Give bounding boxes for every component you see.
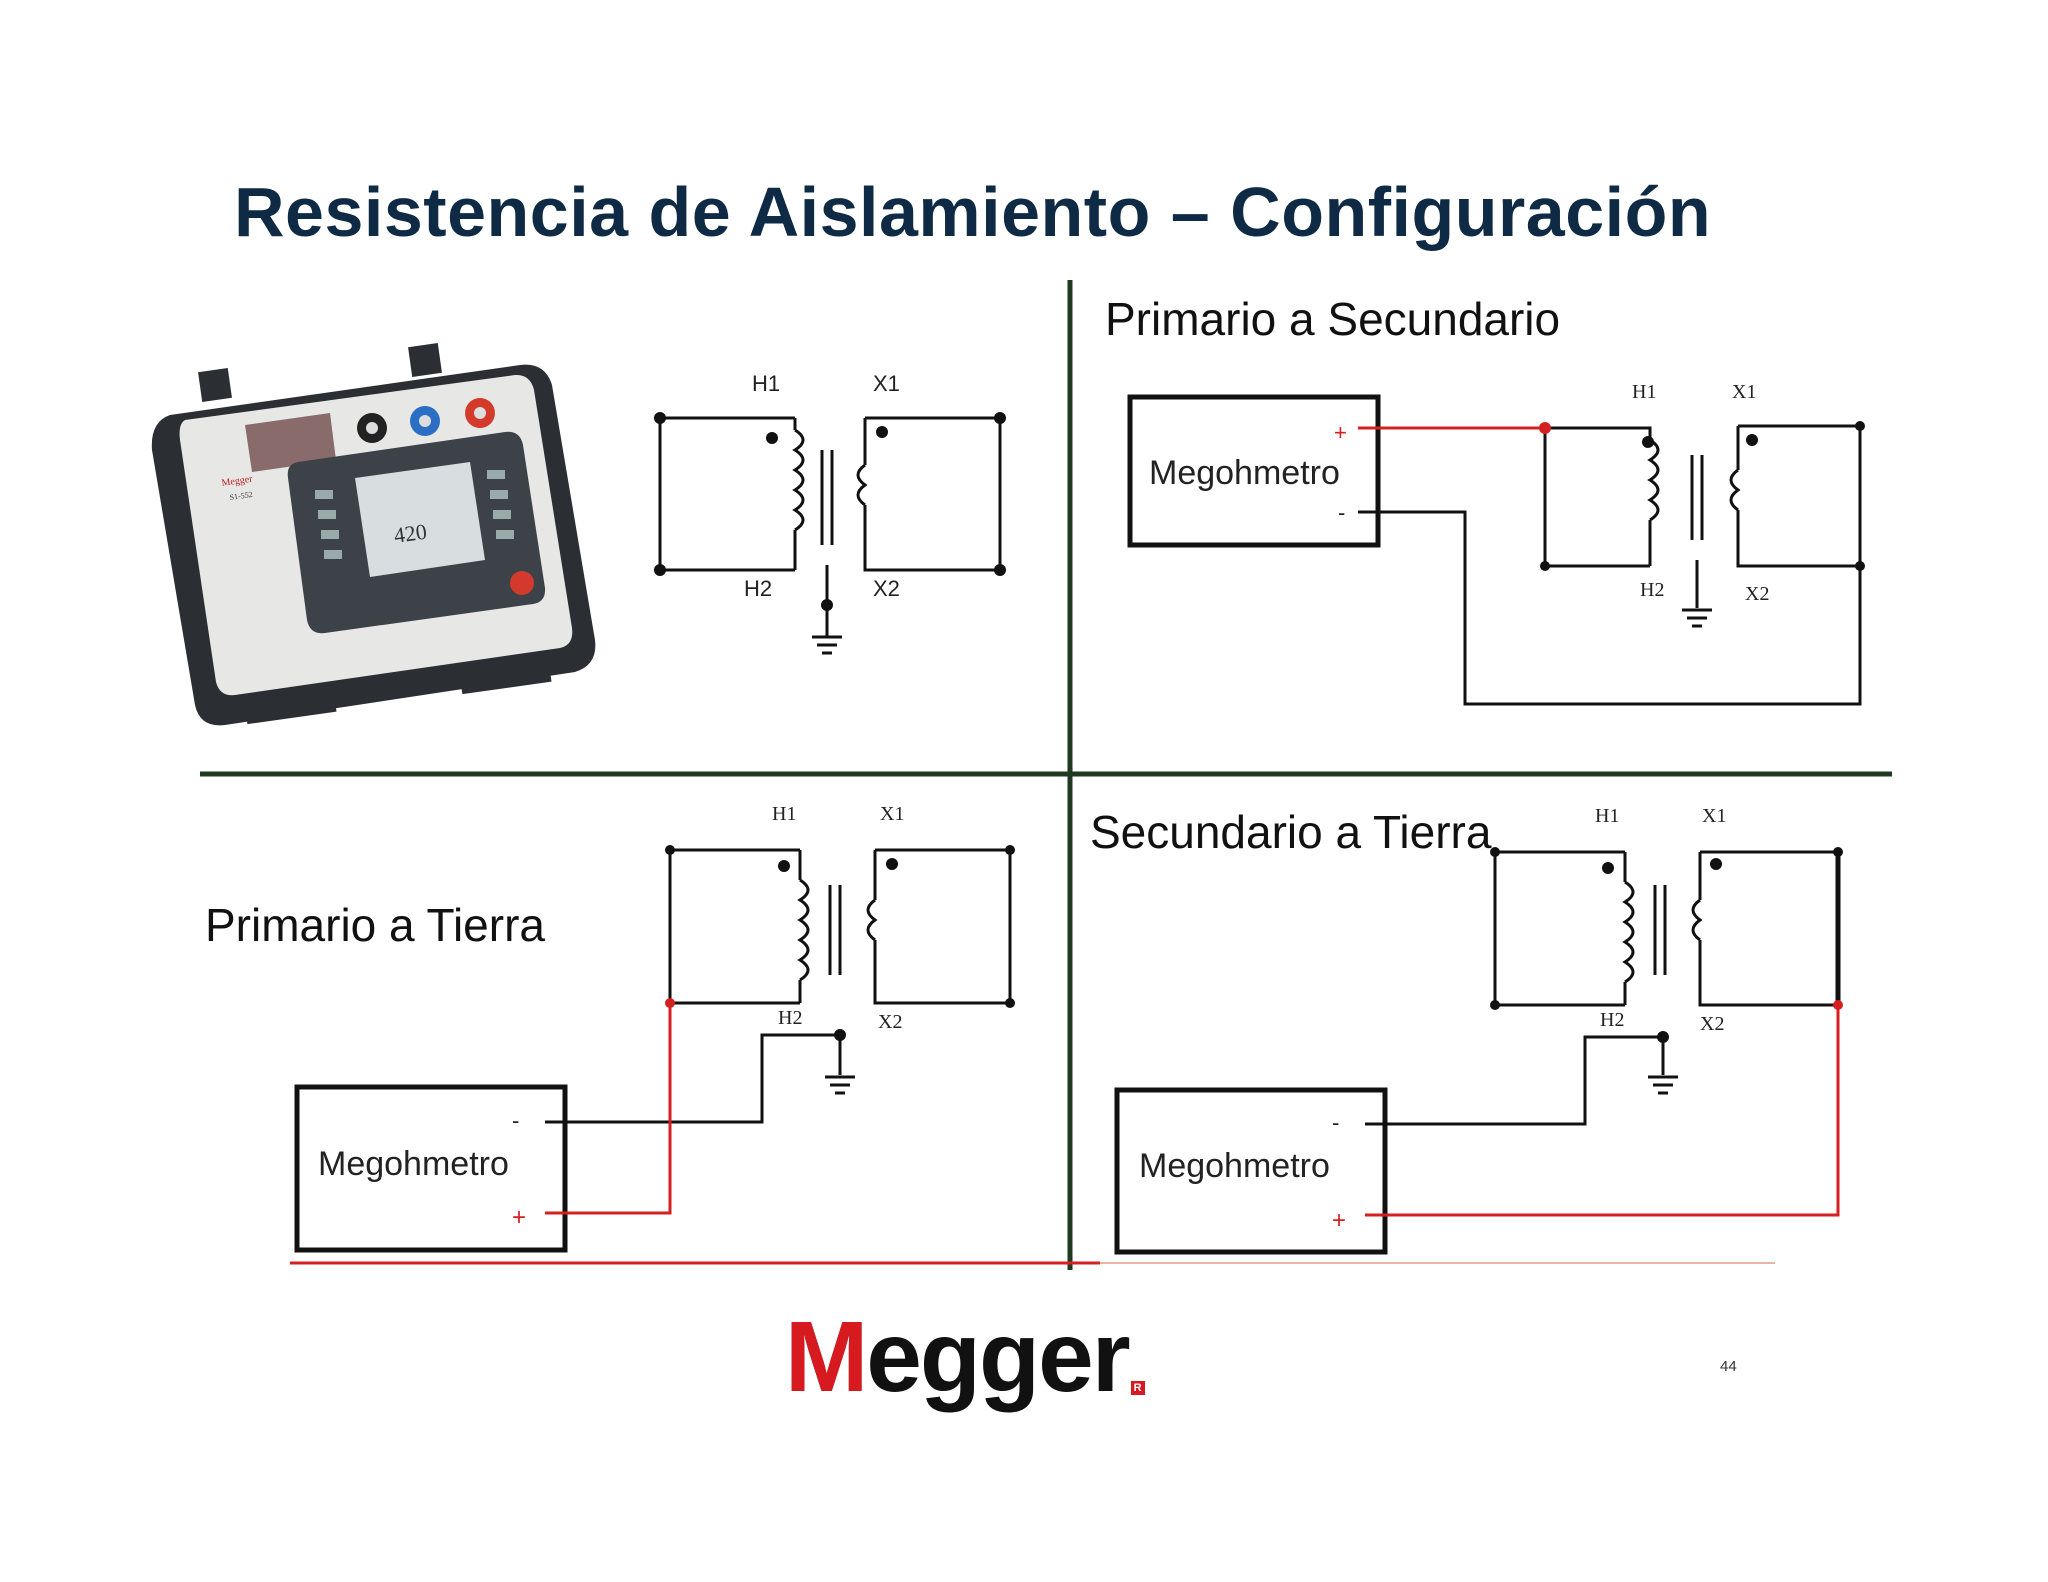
label-x1: X1 [880,803,904,825]
slide-title: Resistencia de Aislamiento – Configuraci… [234,173,1712,251]
megohmmeter-label: Megohmetro [318,1145,509,1183]
megohmmeter-label: Megohmetro [1139,1147,1330,1185]
megohmmeter-label: Megohmetro [1149,454,1340,492]
page-number: 44 [1720,1358,1737,1375]
diagram-secondary-ground: Megohmetro - + H1 X1 H [1114,805,1843,1255]
label-h1: H1 [1595,805,1619,827]
label-h2: H2 [1600,1009,1624,1031]
device-reading: 420 [392,519,428,548]
device-brand: Megger [221,474,254,489]
label-x2: X2 [878,1011,902,1033]
diagram-primary-secondary: Megohmetro + - H1 X1 H2 X2 [1127,381,1865,706]
logo-m-accent: Megger [785,1300,865,1420]
minus-terminal: - [1332,1110,1339,1135]
megohmmeter-box [1127,394,1381,548]
plus-terminal: + [512,1204,526,1231]
label-x1: X1 [873,371,900,396]
diagram-primary-ground: Megohmetro - + H1 X1 H2 [294,803,1015,1253]
minus-terminal: - [512,1108,519,1133]
label-x1: X1 [1732,381,1756,403]
label-h2: H2 [778,1007,802,1029]
plus-terminal: + [1334,420,1347,445]
label-h1: H1 [772,803,796,825]
transformer-top-left [658,416,1002,655]
device-model: S1-552 [229,490,253,502]
label-x2: X2 [873,576,900,601]
label-x2: X2 [1745,583,1769,605]
label-primary-ground: Primario a Tierra [205,899,545,951]
plus-terminal: + [1332,1207,1346,1234]
label-x2: X2 [1700,1013,1724,1035]
label-h1: H1 [752,371,780,396]
logo-m-text: Megger [785,1301,865,1413]
megohmmeter-box [294,1084,568,1253]
minus-terminal: - [1338,500,1345,525]
logo-text: Megger [785,1301,1131,1413]
label-x1: X1 [1702,805,1726,827]
label-secondary-ground: Secundario a Tierra [1090,806,1492,858]
label-h2: H2 [744,576,772,601]
label-h2: H2 [1640,579,1664,601]
megger-device-illustration: 420 Megger S1-552 [151,343,596,726]
registered-mark: R [1130,1381,1145,1395]
label-primary-secondary: Primario a Secundario [1105,293,1561,345]
label-h1: H1 [1632,381,1656,403]
megohmmeter-box [1114,1087,1388,1255]
